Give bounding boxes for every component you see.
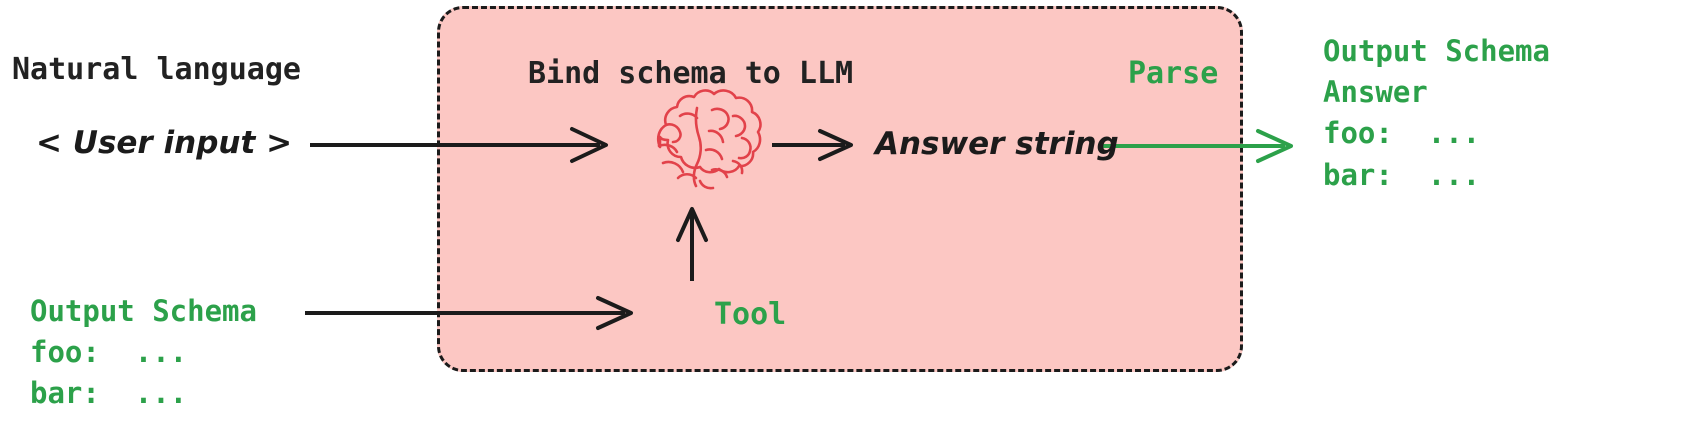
- natural-language-label: Natural language: [12, 52, 301, 87]
- output-schema-block: Output Schema Answer foo: ... bar: ...: [1323, 34, 1550, 192]
- user-input-text: < User input >: [36, 125, 293, 161]
- bind-schema-label: Bind schema to LLM: [528, 56, 854, 91]
- answer-string-text: Answer string: [875, 126, 1119, 162]
- parse-label: Parse: [1128, 56, 1219, 91]
- tool-label: Tool: [714, 297, 787, 332]
- input-schema-block: Output Schema foo: ... bar: ...: [30, 294, 257, 411]
